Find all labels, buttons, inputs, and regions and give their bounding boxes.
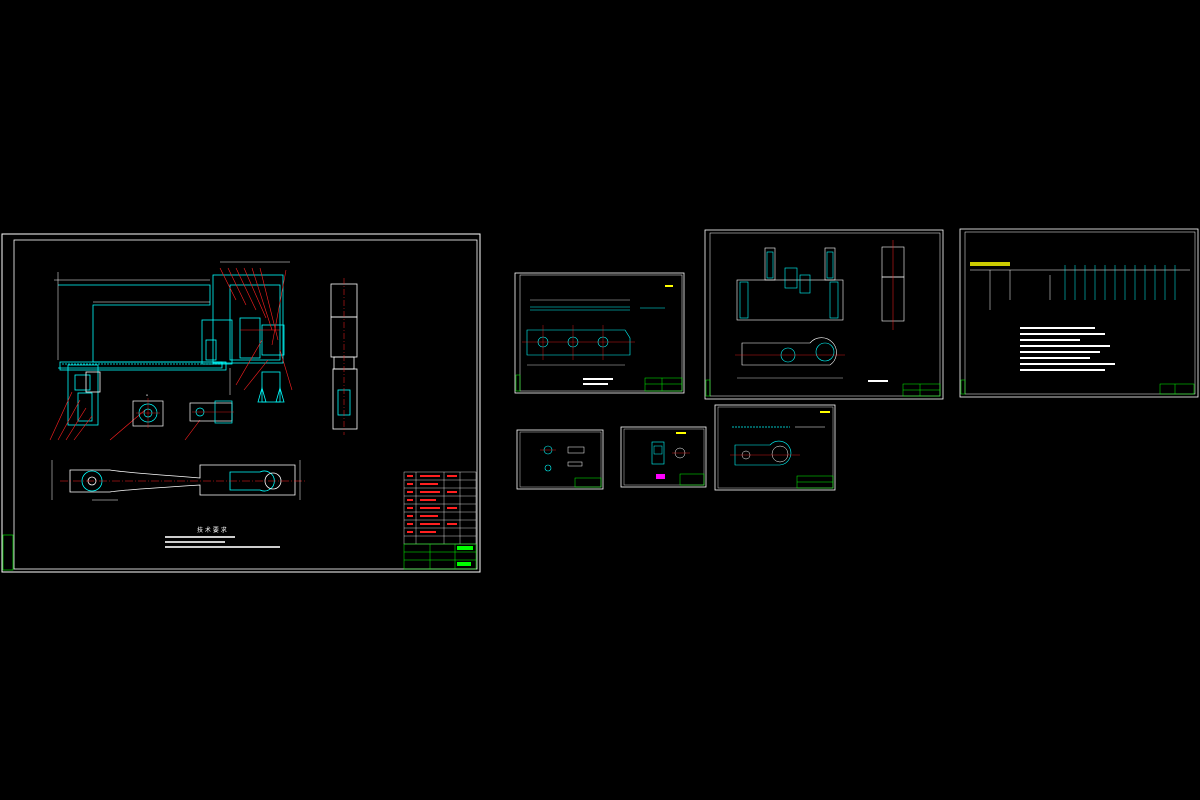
detail-view-flange: A (132, 393, 164, 428)
small-part-drawing-3-sheet (714, 404, 836, 491)
arm-dimension-lines (54, 261, 290, 395)
sheet-outer-border (1, 233, 481, 573)
technical-requirements-title: 技 术 要 求 (197, 526, 227, 534)
parts-list-entries (407, 475, 457, 533)
svg-text:A: A (146, 393, 149, 397)
column-side-view (330, 278, 358, 435)
parts-list-table (403, 471, 477, 545)
assembly-drawing-sheet: A 技 术 要 求 (1, 233, 481, 573)
arm-top-view (51, 460, 305, 501)
arm-front-view (58, 274, 285, 426)
part-drawing-plate-sheet (514, 272, 685, 394)
assembly-title-block (403, 543, 477, 570)
part-drawing-housing-sheet (704, 229, 944, 400)
technical-notes: 技 术 要 求 (165, 526, 280, 548)
small-part-drawing-2-sheet (620, 426, 707, 488)
small-part-drawing-1-sheet (516, 429, 604, 490)
binding-margin-strip (2, 534, 14, 571)
schematic-drawing-sheet (959, 228, 1199, 398)
detail-view-block (189, 400, 234, 424)
leader-lines (49, 267, 293, 441)
sheet-inner-border (13, 239, 478, 570)
